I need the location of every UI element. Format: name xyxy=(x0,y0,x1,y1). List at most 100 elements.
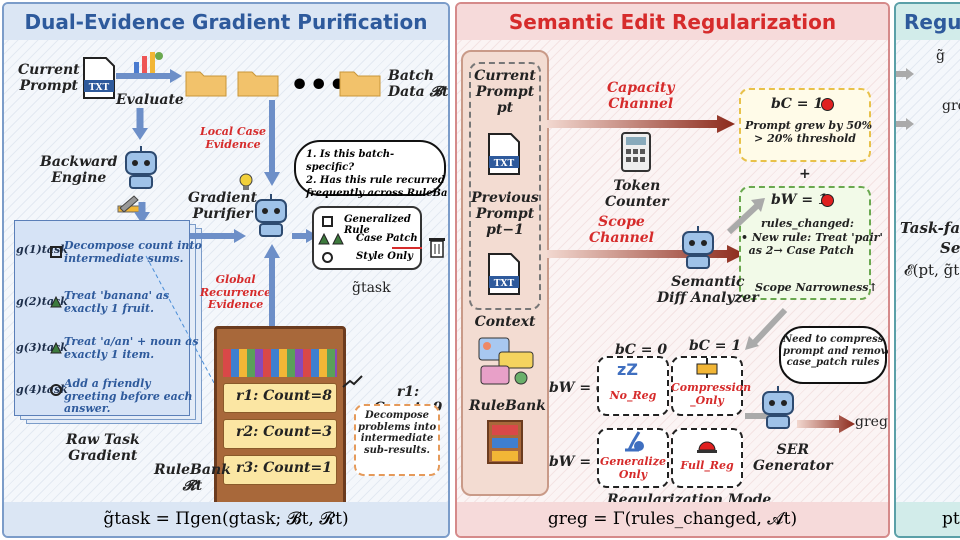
arrow-right xyxy=(190,229,246,243)
capacity-text: Prompt grew by 50% > 20% threshold xyxy=(745,119,873,145)
circle-icon xyxy=(322,252,333,263)
decompose-note xyxy=(354,404,440,476)
new-rule-text: • New rule: Treat 'pair' as 2→ Case Patc… xyxy=(741,231,883,257)
rule-2: r2: Count=3 xyxy=(236,424,332,440)
rulebank-label: RuleBank 𝓡t xyxy=(154,462,231,495)
square-icon xyxy=(50,246,62,258)
panel1-footer: g̃task = Πgen(gtask; 𝓑t, 𝓡t) xyxy=(4,502,448,536)
rule-card xyxy=(223,383,337,413)
legend-style-only: Style Only xyxy=(356,251,413,262)
local-case-evidence-label: Local Case Evidence xyxy=(200,125,266,151)
robot-icon xyxy=(757,384,799,434)
panel3-title: Regular xyxy=(896,4,960,40)
folder-icon xyxy=(184,64,228,102)
g-task-tilde-label: g̃task xyxy=(352,280,391,296)
purified-legend: Generalized Rule Case Patch Style Only xyxy=(312,206,422,270)
current-prompt-label: Current Prompt xyxy=(18,62,80,95)
bc-value: bC = 1 xyxy=(771,96,824,112)
rules-changed-label: rules_changed: xyxy=(761,217,854,230)
question-1: 1. Is this batch-specific? xyxy=(306,149,395,173)
red-dot-icon xyxy=(821,194,834,207)
arrow-down xyxy=(264,100,280,186)
decompose-note-text: Decompose problems into intermediate sub… xyxy=(358,410,437,456)
gradient-text: Treat 'a/an' + noun as exactly 1 item. xyxy=(64,335,199,361)
lightbulb-icon xyxy=(238,172,254,196)
gradient-purifier-label: Gradient Purifier xyxy=(188,190,258,223)
rule-3: r3: Count=1 xyxy=(236,460,332,476)
scope-channel-label: Scope Channel xyxy=(589,214,654,247)
pencil-ruler-icon xyxy=(116,194,144,220)
red-dot-icon xyxy=(821,98,834,111)
greg-arrow xyxy=(797,415,855,433)
rulebank-label: RuleBank xyxy=(469,398,546,414)
prompt-group xyxy=(469,62,541,310)
txt-doc-icon: TXT xyxy=(487,132,521,180)
set-label: Set xyxy=(940,239,960,257)
legend-case-patch: Case Patch xyxy=(356,233,418,244)
panel-gradient-purification: Dual-Evidence Gradient Purification Curr… xyxy=(2,2,450,538)
evaluate-arrow xyxy=(116,69,182,83)
txt-label: TXT xyxy=(494,159,515,169)
backward-engine-label: Backward Engine xyxy=(40,154,118,187)
calculator-icon xyxy=(621,132,651,176)
mode-label: No_Reg xyxy=(609,389,657,402)
discard-arrow xyxy=(392,247,422,249)
previous-prompt-label: Previous Prompt pt−1 xyxy=(471,190,539,239)
evaluate-label: Evaluate xyxy=(116,92,184,108)
panel2-title: Semantic Edit Regularization xyxy=(457,4,888,40)
capacity-arrow xyxy=(547,115,735,133)
bw-1-label: bW = 1 xyxy=(549,454,606,470)
ser-speech-bubble xyxy=(779,326,887,384)
compress-icon xyxy=(695,358,719,382)
folder-icon xyxy=(338,64,382,102)
circle-icon xyxy=(50,384,62,396)
panel3-footer: pt− xyxy=(896,502,960,536)
arrow-down xyxy=(134,202,150,224)
folder-icon xyxy=(236,64,280,102)
raw-task-gradient-label: Raw Task Gradient xyxy=(66,432,140,465)
bookshelf-icon xyxy=(487,420,523,468)
txt-doc-icon: TXT xyxy=(487,252,521,300)
chart-icon xyxy=(132,48,164,80)
rule-card xyxy=(223,419,337,449)
arrow-stub xyxy=(896,118,914,130)
mode-full-reg xyxy=(671,428,743,488)
capacity-channel-label: Capacity Channel xyxy=(607,80,675,113)
txt-label: TXT xyxy=(494,279,515,289)
triangle-icon xyxy=(50,296,62,308)
microscope-icon xyxy=(619,430,645,458)
square-icon xyxy=(322,216,333,227)
greg-label: greg xyxy=(855,414,888,430)
formula-label: 𝓔(pt, g̃t xyxy=(904,261,960,279)
book-row xyxy=(223,349,337,377)
mode-label: Full_Reg xyxy=(680,459,734,472)
txt-doc-icon: TXT xyxy=(82,56,116,104)
scope-arrow xyxy=(547,245,745,263)
mode-label: Generalize Only xyxy=(600,455,666,481)
arrow-to-mode xyxy=(745,307,788,350)
profile-cards-icon xyxy=(475,334,537,392)
trash-icon xyxy=(428,236,446,262)
mode-generalize-only xyxy=(597,428,669,488)
task-fair-label: Task-fai xyxy=(900,219,960,237)
siren-icon xyxy=(695,430,719,458)
txt-label: TXT xyxy=(89,83,110,93)
ser-speech-text: Need to compress prompt and remove case_… xyxy=(783,334,890,368)
arrow-stub xyxy=(896,68,914,80)
panel1-title: Dual-Evidence Gradient Purification xyxy=(4,4,448,40)
bw-0-label: bW = 0 xyxy=(549,380,606,396)
gradient-text: Treat 'banana' as exactly 1 fruit. xyxy=(64,289,170,315)
robot-icon xyxy=(120,144,162,194)
mode-no-reg xyxy=(597,356,669,416)
gradient-text: Decompose count into intermediate sums. xyxy=(64,239,202,265)
mode-label: Compression _Only xyxy=(671,381,752,407)
batch-data-label: Batch Data 𝓑t xyxy=(388,68,449,101)
semantic-diff-analyzer-label: Semantic Diff Analyzer xyxy=(657,274,759,307)
question-2: 2. Has this rule recurred frequently acr… xyxy=(306,175,448,199)
arrow-up xyxy=(264,244,280,326)
rule-1: r1: Count=8 xyxy=(236,388,332,404)
rule-card xyxy=(223,455,337,485)
panel-regularization: Regular g̃ gre Task-fai Set 𝓔(pt, g̃t pt… xyxy=(894,2,960,538)
trend-up-icon xyxy=(342,374,364,393)
robot-icon xyxy=(677,224,719,274)
